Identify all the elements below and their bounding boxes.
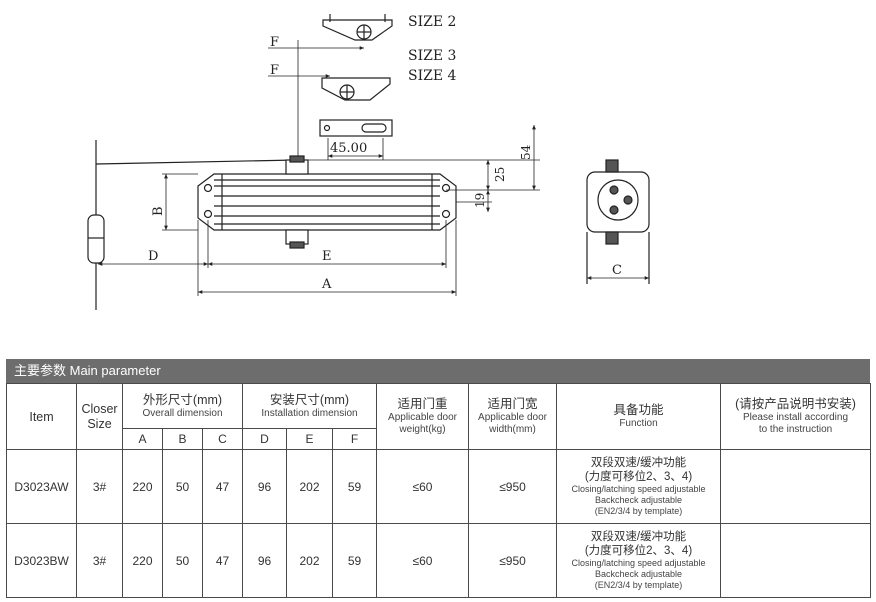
cell-width: ≤950 <box>468 449 557 524</box>
cell-f: 59 <box>332 523 377 598</box>
header-install: 安装尺寸(mm) Installation dimension <box>242 383 377 429</box>
closer-body <box>197 155 457 249</box>
label-dim-54: 54 <box>519 144 533 160</box>
cell-width: ≤950 <box>468 523 557 598</box>
cell-size: 3# <box>76 523 123 598</box>
header-function: 具备功能 Function <box>556 383 721 450</box>
cell-c: 47 <box>202 523 243 598</box>
label-dim-a: A <box>321 277 332 292</box>
cell-d: 96 <box>242 523 287 598</box>
cell-a: 220 <box>122 523 163 598</box>
table-row: D3023AW 3# 220 50 47 96 202 59 ≤60 ≤950 … <box>6 449 871 524</box>
cell-f: 59 <box>332 449 377 524</box>
cell-b: 50 <box>162 523 203 598</box>
section-title: 主要参数 Main parameter <box>6 359 870 383</box>
header-col-e: E <box>286 428 333 450</box>
label-dim-d: D <box>148 249 158 264</box>
door-hinge <box>87 140 297 310</box>
arm-plate <box>319 119 393 137</box>
label-size3: SIZE 3 <box>408 48 456 64</box>
cell-e: 202 <box>286 523 333 598</box>
label-dim-e: E <box>322 249 332 264</box>
cell-note <box>720 449 871 524</box>
label-f-mid: F <box>270 63 279 78</box>
cell-function: 双段双速/缓冲功能 (力度可移位2、3、4) Closing/latching … <box>556 449 721 524</box>
parameter-table: Item Closer Size 外形尺寸(mm) Overall dimens… <box>6 383 871 598</box>
label-dim-b: B <box>151 206 166 216</box>
header-weight: 适用门重 Applicable door weight(kg) <box>376 383 469 450</box>
cell-weight: ≤60 <box>376 449 469 524</box>
cell-c: 47 <box>202 449 243 524</box>
label-f-top: F <box>270 35 279 50</box>
cell-e: 202 <box>286 449 333 524</box>
header-col-a: A <box>122 428 163 450</box>
label-dim-19: 19 <box>473 193 487 208</box>
label-dim-45: 45.00 <box>330 141 367 156</box>
cell-item: D3023BW <box>6 523 77 598</box>
header-row-2: A B C D E F <box>7 428 871 450</box>
header-item: Item <box>6 383 77 450</box>
cell-b: 50 <box>162 449 203 524</box>
cell-note <box>720 523 871 598</box>
header-note: (请按产品说明书安装) Please install according to … <box>720 383 871 450</box>
header-col-c: C <box>202 428 243 450</box>
header-width: 适用门宽 Applicable door width(mm) <box>468 383 557 450</box>
table-row: D3023BW 3# 220 50 47 96 202 59 ≤60 ≤950 … <box>6 523 871 598</box>
bracket-size34 <box>321 77 391 101</box>
cell-weight: ≤60 <box>376 523 469 598</box>
header-col-f: F <box>332 428 377 450</box>
dim-right <box>304 125 540 212</box>
technical-drawing: SIZE 2 F F SIZE 3 SIZE 4 45.00 <box>87 14 650 310</box>
cell-a: 220 <box>122 449 163 524</box>
cell-item: D3023AW <box>6 449 77 524</box>
header-row-1: Item Closer Size 外形尺寸(mm) Overall dimens… <box>6 383 871 450</box>
dim-bottom <box>98 220 457 296</box>
header-col-b: B <box>162 428 203 450</box>
label-dim-25: 25 <box>493 167 507 182</box>
label-size4: SIZE 4 <box>408 68 457 84</box>
cell-size: 3# <box>76 449 123 524</box>
dim-f-lines <box>268 40 364 160</box>
header-closer-size: Closer Size <box>76 383 123 450</box>
cell-d: 96 <box>242 449 287 524</box>
label-dim-c: C <box>612 263 622 278</box>
cell-function: 双段双速/缓冲功能 (力度可移位2、3、4) Closing/latching … <box>556 523 721 598</box>
dim-b <box>162 173 198 231</box>
header-col-d: D <box>242 428 287 450</box>
label-size2: SIZE 2 <box>408 14 456 30</box>
header-overall: 外形尺寸(mm) Overall dimension <box>122 383 243 429</box>
side-view <box>586 159 650 284</box>
bracket-size2 <box>322 14 393 41</box>
